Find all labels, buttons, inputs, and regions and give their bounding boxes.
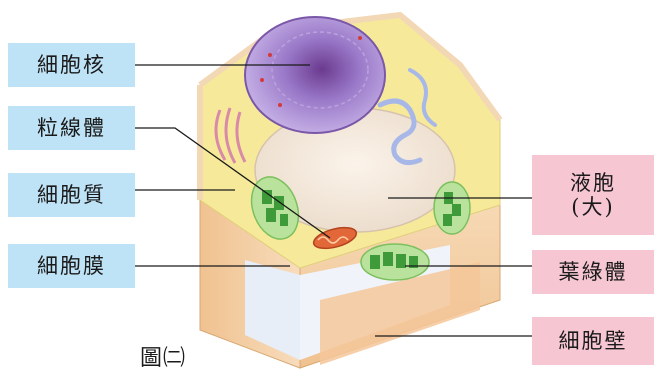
chloroplast-shape-2 xyxy=(361,244,429,280)
label-mitochondria: 粒線體 xyxy=(8,106,135,150)
label-chloroplast: 葉綠體 xyxy=(532,250,654,294)
label-vacuole: 液胞 (大) xyxy=(532,155,654,235)
nucleus-shape xyxy=(245,17,385,133)
label-cell-membrane: 細胞膜 xyxy=(8,244,135,288)
figure-caption: 圖㈡ xyxy=(140,340,186,372)
chloroplast-shape-3 xyxy=(434,182,470,234)
label-cytoplasm: 細胞質 xyxy=(8,173,135,217)
label-cell-wall: 細胞壁 xyxy=(532,317,654,365)
label-nucleus: 細胞核 xyxy=(8,43,135,87)
